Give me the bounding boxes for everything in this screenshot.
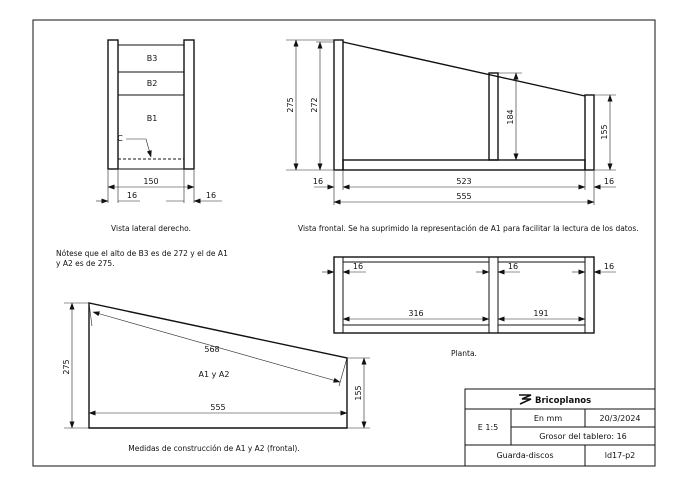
scale-label: E 1:5 <box>478 423 498 432</box>
units-label: En mm <box>534 414 562 423</box>
panel-dim-h-right: 155 <box>354 385 363 400</box>
front-bottom-board <box>342 159 586 171</box>
side-left-panel <box>107 39 119 170</box>
front-dim-h-right: 155 <box>600 124 609 139</box>
front-left-panel <box>333 39 344 171</box>
sheet-border <box>32 19 656 467</box>
plan-view: 16 16 16 316 191 Planta. <box>322 256 616 358</box>
project-name: Guarda-discos <box>496 451 553 460</box>
side-panel-view: 568 A1 y A2 555 275 155 Medidas de const… <box>62 302 370 453</box>
plan-dim-t-left: 16 <box>353 262 363 271</box>
note-line-2: y A2 es de 275. <box>56 259 114 268</box>
note-line-1: Nótese que el alto de B3 es de 272 y el … <box>56 249 228 258</box>
front-dim-h-mid: 184 <box>506 109 515 124</box>
front-dim-total: 555 <box>456 192 471 201</box>
plan-view-caption: Planta. <box>451 349 477 358</box>
side-right-panel <box>183 39 195 170</box>
front-dim-h-outer: 275 <box>286 97 295 112</box>
side-dim-width: 150 <box>143 177 158 186</box>
front-dim-right-thk: 16 <box>604 177 614 186</box>
panel-caption: Medidas de construcción de A1 y A2 (fron… <box>128 444 299 453</box>
front-view-caption: Vista frontal. Se ha suprimido la repres… <box>298 224 639 233</box>
front-dim-h-inner: 272 <box>310 97 319 112</box>
date-label: 20/3/2024 <box>599 414 640 423</box>
brand-name: Bricoplanos <box>535 396 591 406</box>
side-view: B3 B2 B1 C 150 16 16 Vista lateral derec… <box>96 39 222 233</box>
plan-dim-w-left: 316 <box>408 309 423 318</box>
front-right-panel <box>584 94 595 171</box>
shelf-label-b2: B2 <box>147 79 158 88</box>
bricoplanos-logo-icon <box>519 394 532 405</box>
shelf-label-b3: B3 <box>147 54 158 63</box>
front-dim-inner: 523 <box>456 177 471 186</box>
side-view-caption: Vista lateral derecho. <box>111 224 191 233</box>
front-middle-divider <box>488 72 499 161</box>
callout-c-label: C <box>117 134 123 143</box>
sheet-id: ld17-p2 <box>605 451 636 460</box>
title-block: Bricoplanos E 1:5 En mm 20/3/2024 Grosor… <box>464 388 656 467</box>
plan-dim-t-right: 16 <box>604 262 614 271</box>
panel-dim-diagonal: 568 <box>204 345 219 354</box>
side-dim-right-thk: 16 <box>206 191 216 200</box>
panel-label: A1 y A2 <box>199 370 230 379</box>
panel-dim-h-left: 275 <box>62 359 71 374</box>
front-dim-left-thk: 16 <box>313 177 323 186</box>
front-view: 275 272 184 155 16 523 16 555 Vista fron… <box>286 39 639 233</box>
plan-outline <box>333 256 595 334</box>
side-dim-left-thk: 16 <box>127 191 137 200</box>
board-thickness-label: Grosor del tablero: 16 <box>539 432 627 441</box>
plan-dim-w-right: 191 <box>533 309 548 318</box>
panel-dim-base: 555 <box>210 403 225 412</box>
plan-dim-t-mid: 16 <box>508 262 518 271</box>
shelf-label-b1: B1 <box>147 114 158 123</box>
